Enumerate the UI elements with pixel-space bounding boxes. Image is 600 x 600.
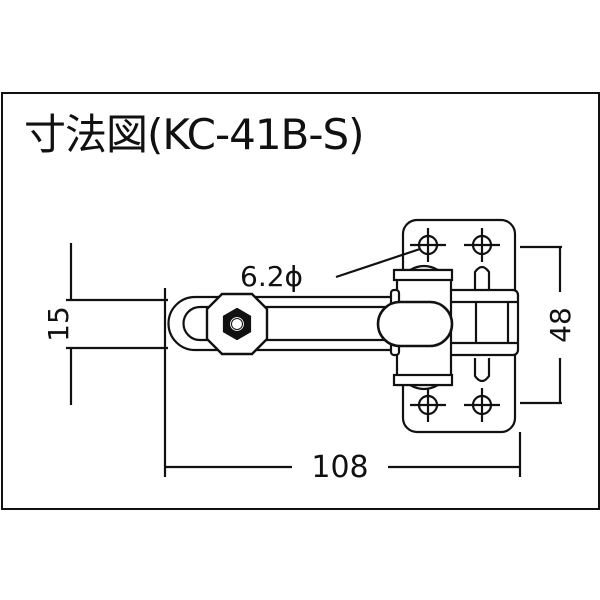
pivot-pin	[473, 265, 491, 383]
hex-nut-icon	[205, 292, 269, 356]
dimension-48-label: 48	[544, 307, 577, 343]
mounting-hole-icon	[464, 388, 500, 422]
mounting-hole-icon	[410, 228, 446, 262]
mounting-hole-icon	[464, 228, 500, 262]
dimension-108-label: 108	[311, 450, 368, 485]
handle-lever	[167, 295, 397, 352]
drawing-frame	[1, 92, 600, 510]
clamp-arm	[443, 288, 520, 357]
drawing-title: 寸法図(KC-41B-S)	[24, 110, 365, 159]
dimension-15-lines	[66, 243, 168, 405]
hole-leader-line	[335, 247, 421, 279]
dimension-15-label: 15	[42, 306, 75, 342]
mounting-hole-icon	[410, 388, 446, 422]
hole-diameter-label: 6.2ϕ	[240, 260, 303, 293]
lever-head	[376, 300, 454, 348]
dimension-48-lines	[520, 245, 562, 405]
dimension-108-lines	[163, 288, 522, 477]
